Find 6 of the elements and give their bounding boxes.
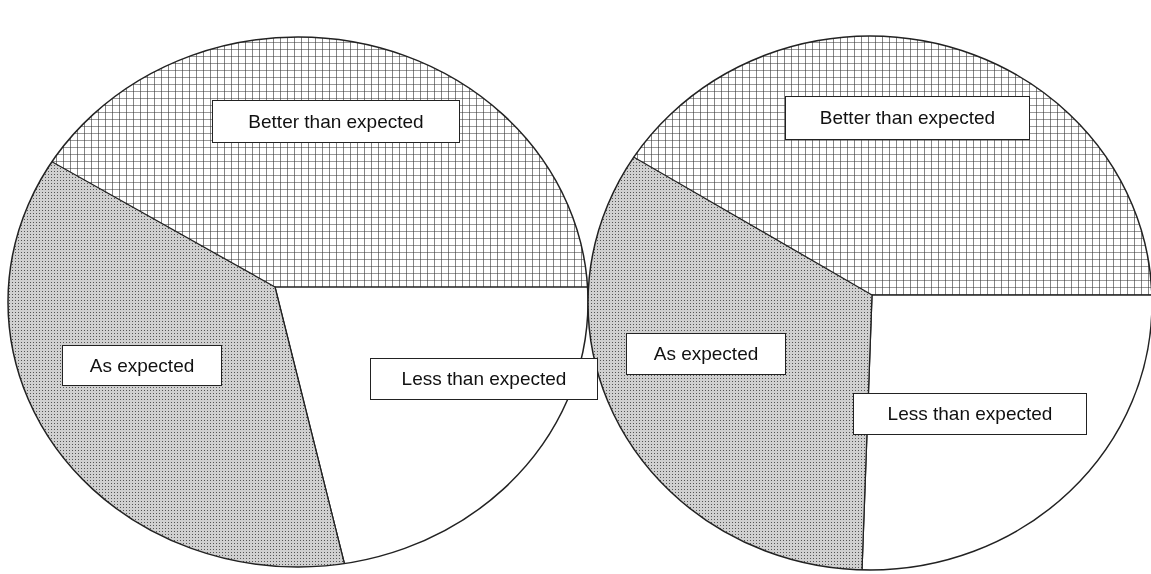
slice-label: Less than expected (853, 393, 1087, 435)
slice-label: Less than expected (370, 358, 598, 400)
slice-label: As expected (62, 345, 222, 386)
slice-label: As expected (626, 333, 786, 375)
slice-label: Better than expected (212, 100, 460, 143)
slice-label: Better than expected (785, 96, 1030, 140)
